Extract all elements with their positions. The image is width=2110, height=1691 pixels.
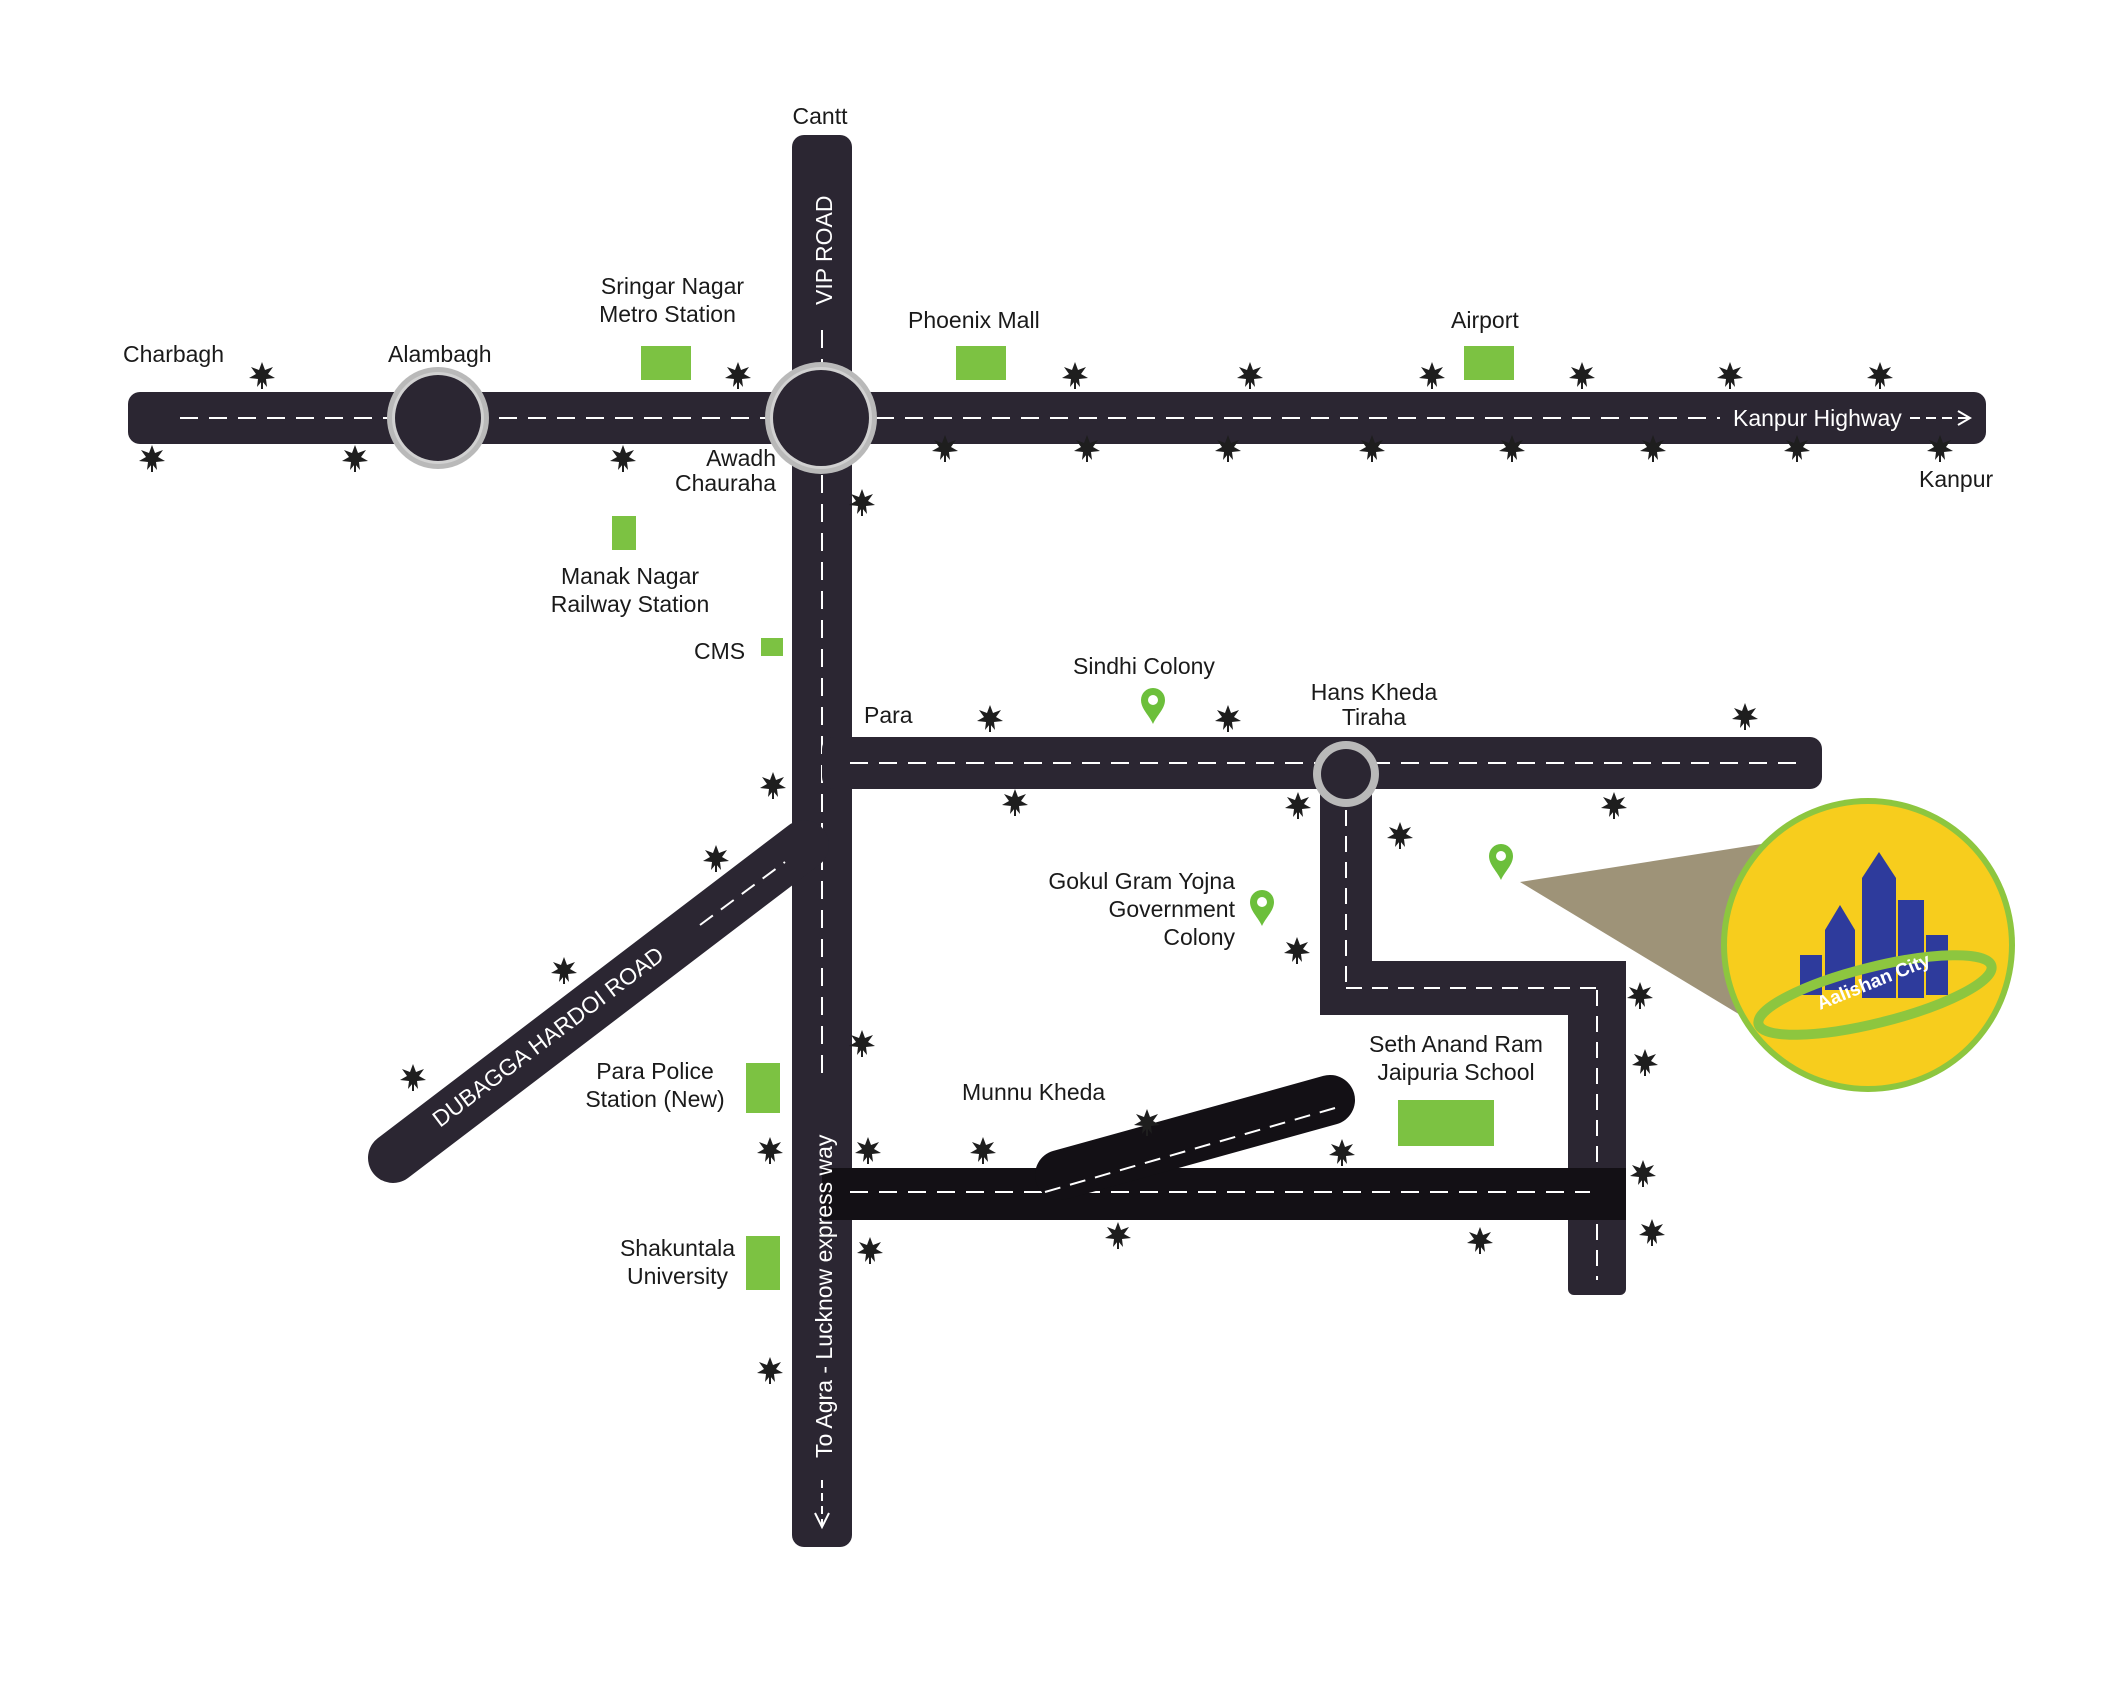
kanpur-text: Kanpur [1919,466,1994,492]
aalishan-city-logo: Aalishan City [1520,798,2015,1092]
cantt-text: Cantt [792,103,848,129]
manak-line1: Manak Nagar [560,563,700,589]
label-cantt: Cantt [760,102,880,130]
manak-line2: Railway Station [550,591,710,617]
manak-nagar-marker [612,516,636,550]
alambagh-text: Alambagh [388,341,492,367]
roundabout-alambagh [387,367,489,469]
label-kanpur: Kanpur [1919,465,1993,493]
buildings-icon [1800,852,1948,998]
seth-line2: Jaipuria School [1377,1059,1535,1085]
expressway-label: To Agra - Lucknow express way [811,1134,837,1458]
hans-line1: Hans Kheda [1310,679,1438,705]
label-gokul-gram: Gokul Gram Yojna Government Colony [990,867,1235,951]
hardoi-road [368,820,829,1183]
munnu-text: Munnu Kheda [962,1079,1106,1105]
shakuntala-marker [746,1236,780,1290]
landmarks [612,346,1514,1290]
label-alambagh: Alambagh [388,340,492,368]
label-shakuntala: Shakuntala University [600,1234,755,1290]
label-awadh-chauraha: Awadh Chauraha [630,446,776,496]
label-sindhi-colony: Sindhi Colony [1073,652,1215,680]
sringar-line2: Metro Station [599,301,736,327]
awadh-line2: Chauraha [674,470,776,496]
para-police-marker [746,1063,780,1113]
gokul-line1: Gokul Gram Yojna [1048,868,1235,894]
aalishan-city-pin [1489,844,1513,880]
label-munnu-kheda: Munnu Kheda [962,1078,1105,1106]
police-line1: Para Police [596,1058,714,1084]
gokul-line2: Government [1108,896,1235,922]
roundabout-hans-kheda [1313,741,1379,807]
phoenix-text: Phoenix Mall [908,307,1040,333]
vip-road-label: VIP ROAD [811,196,837,306]
awadh-line1: Awadh [706,445,776,471]
label-phoenix-mall: Phoenix Mall [908,306,1040,334]
charbagh-text: Charbagh [123,341,225,367]
label-manak-nagar: Manak Nagar Railway Station [520,562,740,618]
munnu-kheda-diagonal [1035,1075,1355,1200]
munnu-kheda-road [822,1168,1626,1220]
sindhi-colony-pin [1141,688,1165,724]
sindhi-text: Sindhi Colony [1073,653,1215,679]
police-line2: Station (New) [585,1086,725,1112]
roundabout-awadh-chauraha [765,362,877,474]
hans-line2: Tiraha [1341,704,1407,730]
airport-text: Airport [1451,307,1519,333]
label-para-police: Para Police Station (New) [560,1057,750,1113]
sringar-nagar-marker [641,346,691,380]
label-cms: CMS [694,637,745,665]
seth-line1: Seth Anand Ram [1369,1031,1543,1057]
gokul-gram-pin [1250,890,1274,926]
shakuntala-line2: University [627,1263,728,1289]
label-charbagh: Charbagh [123,340,224,368]
label-para: Para [864,701,913,729]
cms-marker [761,638,783,656]
jaipuria-school-marker [1398,1100,1494,1146]
road-network [128,135,1986,1547]
cms-text: CMS [694,638,746,664]
sringar-line1: Sringar Nagar [600,273,745,299]
airport-marker [1464,346,1514,380]
kanpur-highway-label: Kanpur Highway [1733,405,1902,431]
label-jaipuria-school: Seth Anand Ram Jaipuria School [1336,1030,1576,1086]
label-airport: Airport [1451,306,1519,334]
phoenix-mall-marker [956,346,1006,380]
label-hans-kheda: Hans Kheda Tiraha [1284,680,1464,730]
shakuntala-line1: Shakuntala [619,1235,736,1261]
gokul-line3: Colony [1163,924,1235,950]
label-sringar-nagar: Sringar Nagar Metro Station [565,272,780,328]
para-text: Para [864,702,913,728]
